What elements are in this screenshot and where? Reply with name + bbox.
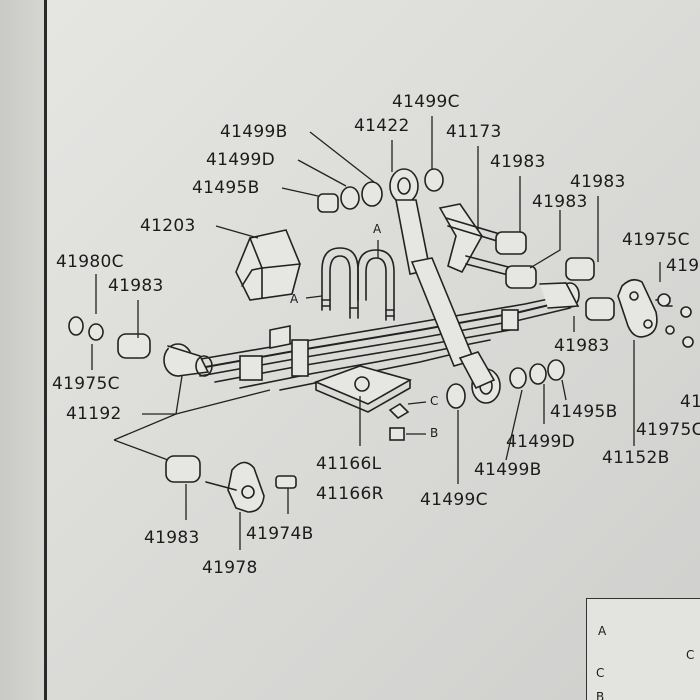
inset-label-b: B: [596, 690, 605, 700]
label-41499c-bottom: 41499C: [420, 490, 488, 510]
label-41173: 41173: [446, 122, 502, 142]
label-41983-mid: 41983: [554, 336, 610, 356]
rear-bushings: [565, 257, 615, 321]
lower-washers: [446, 359, 565, 409]
label-41975c-cut: 41975C: [636, 420, 700, 440]
label-41974b: 41974B: [246, 524, 314, 544]
callout-a-left: A: [290, 292, 299, 306]
label-41983-c: 41983: [532, 192, 588, 212]
shackle-plate: [617, 278, 694, 348]
label-41983-a: 41983: [490, 152, 546, 172]
page-border-line: [44, 0, 47, 700]
label-41499b-bottom: 41499B: [474, 460, 542, 480]
label-41499c-top: 41499C: [392, 92, 460, 112]
page-margin: [0, 0, 46, 700]
label-41499d-top: 41499D: [206, 150, 275, 170]
inset-label-c-right: C: [686, 648, 695, 662]
label-41978: 41978: [202, 558, 258, 578]
label-41152b: 41152B: [602, 448, 670, 468]
label-41166r: 41166R: [316, 484, 384, 504]
label-41980c: 41980C: [56, 252, 124, 272]
nut-and-washer: [388, 402, 410, 441]
front-bushings: [68, 316, 151, 359]
label-41422: 41422: [354, 116, 410, 136]
inset-label-c-left: C: [596, 666, 605, 680]
label-41983-left: 41983: [108, 276, 164, 296]
label-41983-bottom: 41983: [144, 528, 200, 548]
label-41983-b: 41983: [570, 172, 626, 192]
shackle-bracket: [438, 203, 537, 289]
label-41-cut: 41: [680, 392, 700, 412]
shock-absorber: [389, 168, 501, 404]
label-41166l: 41166L: [316, 454, 382, 474]
u-bolts: [321, 247, 395, 321]
label-41203: 41203: [140, 216, 196, 236]
label-41495b-top: 41495B: [192, 178, 260, 198]
callout-c: C: [430, 394, 439, 408]
label-41975c-left: 41975C: [52, 374, 120, 394]
spring-pad: [313, 365, 413, 413]
label-41495b-bottom: 41495B: [550, 402, 618, 422]
spring-clips: [239, 309, 519, 381]
label-41192: 41192: [66, 404, 122, 424]
bump-stopper: [235, 229, 301, 301]
callout-b: B: [430, 426, 439, 440]
rear-spring-eye: [539, 282, 580, 309]
inset-label-a: A: [598, 624, 607, 638]
leader-lines: [91, 116, 661, 550]
callout-a-top: A: [373, 222, 382, 236]
upper-washers: [317, 168, 444, 213]
front-spring-eye: [163, 343, 213, 377]
front-hanger: [165, 455, 297, 513]
label-4198-cut: 4198: [666, 256, 700, 276]
label-41499d-bottom: 41499D: [506, 432, 575, 452]
label-41499b-top: 41499B: [220, 122, 288, 142]
u-bolt-detail-inset: [586, 598, 700, 700]
label-41975c-right: 41975C: [622, 230, 690, 250]
